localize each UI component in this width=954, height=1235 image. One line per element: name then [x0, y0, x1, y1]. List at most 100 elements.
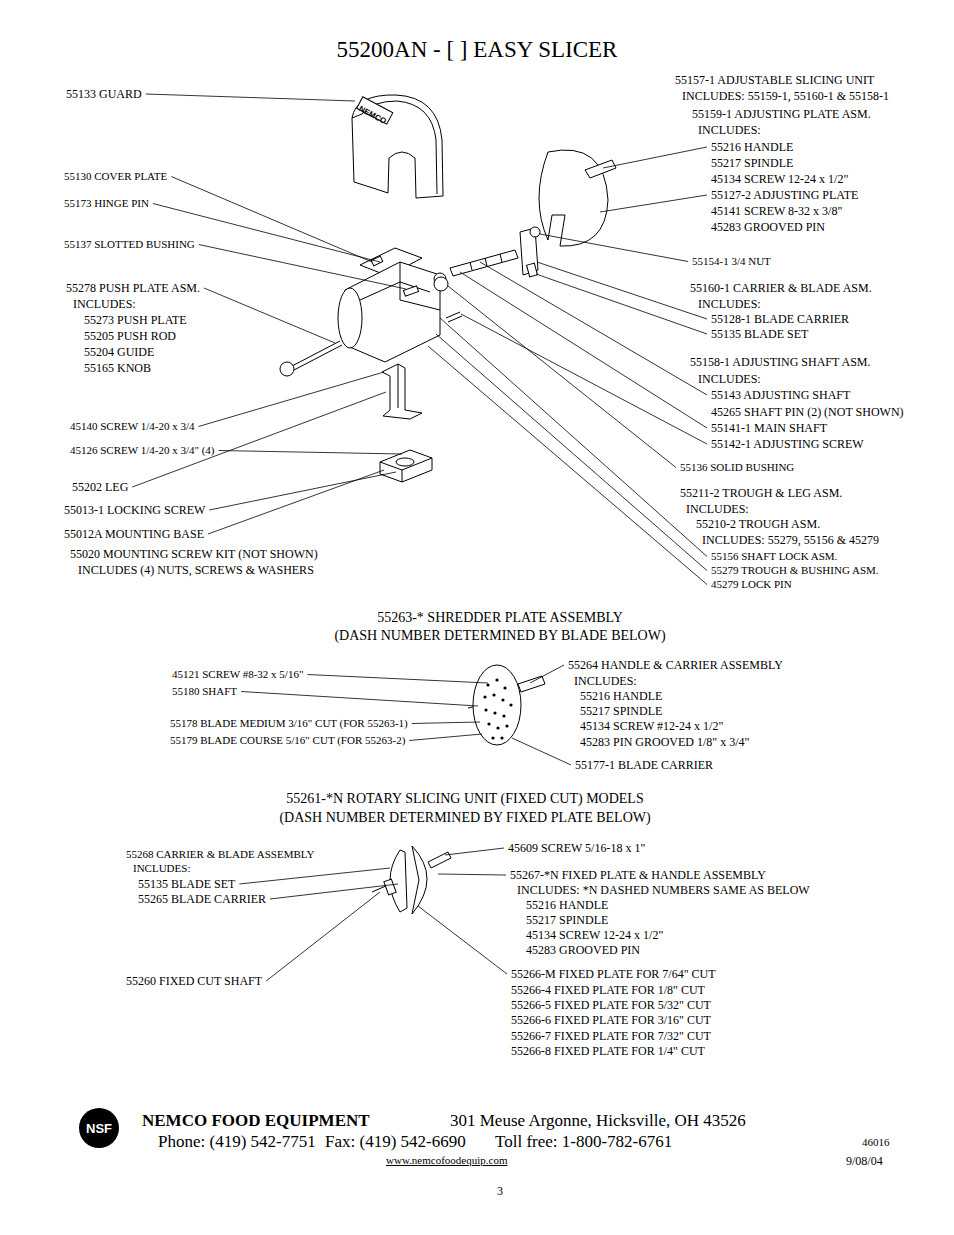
- part-label: 55180 SHAFT: [172, 686, 237, 697]
- part-label: 55127-2 ADJUSTING PLATE: [711, 189, 858, 201]
- leader-line: [512, 738, 571, 765]
- part-label: 55128-1 BLADE CARRIER: [711, 313, 849, 325]
- leader-line: [146, 94, 355, 101]
- part-label: 55266-8 FIXED PLATE FOR 1/4" CUT: [511, 1045, 705, 1057]
- part-label: 55142-1 ADJUSTING SCREW: [711, 438, 864, 450]
- part-label: 55264 HANDLE & CARRIER ASSEMBLY: [568, 659, 783, 671]
- part-label: 45134 SCREW #12-24 x 1/2": [580, 720, 723, 732]
- leader-line: [530, 665, 564, 683]
- part-label: 55202 LEG: [72, 481, 128, 493]
- part-label: INCLUDES:: [574, 675, 637, 687]
- part-label: INCLUDES: 55279, 55156 & 45279: [702, 534, 879, 546]
- part-label: 55156 SHAFT LOCK ASM.: [711, 551, 837, 562]
- trough-drawing: [338, 248, 446, 362]
- part-label: INCLUDES: 55159-1, 55160-1 & 55158-1: [682, 90, 889, 102]
- footer-text: 301 Meuse Argonne, Hicksville, OH 43526: [450, 1112, 746, 1129]
- part-label: 55135 BLADE SET: [138, 878, 235, 890]
- leader-line: [461, 314, 707, 444]
- leader-line: [428, 346, 707, 585]
- footer-text: 3: [497, 1185, 503, 1197]
- part-label: 45126 SCREW 1/4-20 x 3/4" (4): [70, 445, 215, 456]
- part-label: 55157-1 ADJUSTABLE SLICING UNIT: [675, 74, 874, 86]
- part-label: INCLUDES: *N DASHED NUMBERS SAME AS BELO…: [517, 884, 810, 896]
- leader-line: [603, 147, 707, 168]
- shredder-drawing: [468, 665, 545, 745]
- part-label: 55173 HINGE PIN: [64, 198, 149, 209]
- leader-line: [540, 234, 688, 262]
- leader-line: [440, 318, 707, 557]
- part-label: 55137 SLOTTED BUSHING: [64, 239, 195, 250]
- push-rod-drawing: [280, 341, 342, 376]
- part-label: INCLUDES:: [698, 124, 761, 136]
- part-label: 45134 SCREW 12-24 x 1/2": [711, 173, 848, 185]
- part-label: 55159-1 ADJUSTING PLATE ASM.: [692, 108, 871, 120]
- leader-line: [418, 906, 507, 974]
- part-label: 45283 GROOVED PIN: [711, 221, 825, 233]
- part-label: 55020 MOUNTING SCREW KIT (NOT SHOWN): [70, 548, 318, 560]
- part-label: 55177-1 BLADE CARRIER: [575, 759, 713, 771]
- part-label: 55160-1 CARRIER & BLADE ASM.: [690, 282, 872, 294]
- part-label: 55217 SPINDLE: [711, 157, 793, 169]
- part-label: 55278 PUSH PLATE ASM.: [66, 282, 200, 294]
- section-heading: 55263-* SHREDDER PLATE ASSEMBLY: [377, 611, 623, 625]
- part-label: 55136 SOLID BUSHING: [680, 462, 794, 473]
- leader-line: [239, 868, 390, 884]
- part-label: 55141-1 MAIN SHAFT: [711, 422, 827, 434]
- page-title: 55200AN - [ ] EASY SLICER: [337, 38, 618, 61]
- mounting-base-drawing: [380, 450, 432, 482]
- part-label: 55273 PUSH PLATE: [84, 314, 187, 326]
- part-label: 55266-M FIXED PLATE FOR 7/64" CUT: [511, 968, 716, 980]
- part-label: 55266-6 FIXED PLATE FOR 3/16" CUT: [511, 1014, 711, 1026]
- footer-text: Toll free: 1-800-782-6761: [495, 1133, 672, 1150]
- part-label: 55165 KNOB: [84, 362, 151, 374]
- part-label: 55260 FIXED CUT SHAFT: [126, 975, 262, 987]
- leader-line: [266, 892, 380, 981]
- footer-text: www.nemcofoodequip.com: [386, 1155, 507, 1166]
- part-label: 55216 HANDLE: [711, 141, 793, 153]
- leader-line: [219, 451, 402, 455]
- part-label: 55265 BLADE CARRIER: [138, 893, 266, 905]
- part-label: INCLUDES:: [698, 298, 761, 310]
- section-heading: 55261-*N ROTARY SLICING UNIT (FIXED CUT)…: [286, 792, 643, 806]
- part-label: 45279 LOCK PIN: [711, 579, 792, 590]
- part-label: 55012A MOUNTING BASE: [64, 528, 204, 540]
- guard-drawing: [352, 95, 443, 198]
- part-label: INCLUDES:: [133, 863, 190, 874]
- footer-text: NEMCO: [357, 105, 387, 126]
- part-label: 45283 GROOVED PIN: [526, 944, 640, 956]
- leader-lines: [132, 94, 707, 981]
- part-label: 45140 SCREW 1/4-20 x 3/4: [70, 421, 194, 432]
- footer-text: 46016: [862, 1137, 890, 1148]
- leader-line: [438, 874, 506, 875]
- part-label: 45609 SCREW 5/16-18 x 1": [508, 842, 645, 854]
- part-label: 55133 GUARD: [66, 88, 142, 100]
- part-label: 55130 COVER PLATE: [64, 171, 167, 182]
- part-label: INCLUDES (4) NUTS, SCREWS & WASHERS: [78, 564, 314, 576]
- part-label: 55266-5 FIXED PLATE FOR 5/32" CUT: [511, 999, 711, 1011]
- part-label: 55216 HANDLE: [580, 690, 662, 702]
- part-label: 55154-1 3/4 NUT: [692, 256, 771, 267]
- leader-line: [208, 470, 384, 534]
- part-label: 55217 SPINDLE: [580, 705, 662, 717]
- part-label: 45134 SCREW 12-24 x 1/2": [526, 929, 663, 941]
- leader-line: [209, 472, 396, 510]
- part-label: 55211-2 TROUGH & LEG ASM.: [680, 487, 842, 499]
- mark-text: NSF: [78, 1121, 120, 1136]
- leader-line: [480, 262, 707, 395]
- part-label: 55205 PUSH ROD: [84, 330, 176, 342]
- part-label: 55266-4 FIXED PLATE FOR 1/8" CUT: [511, 984, 705, 996]
- mark-disc: [79, 1108, 119, 1148]
- leader-line: [198, 372, 384, 427]
- part-label: 55266-7 FIXED PLATE FOR 7/32" CUT: [511, 1030, 711, 1042]
- part-label: INCLUDES:: [73, 298, 136, 310]
- part-label: 45265 SHAFT PIN (2) (NOT SHOWN): [711, 406, 904, 418]
- part-label: 55216 HANDLE: [526, 899, 608, 911]
- footer-text: NEMCO FOOD EQUIPMENT: [142, 1112, 370, 1129]
- leader-line: [307, 675, 488, 684]
- leg-drawing: [382, 364, 422, 419]
- part-label: 55204 GUIDE: [84, 346, 154, 358]
- leader-line: [536, 274, 707, 334]
- part-label: INCLUDES:: [686, 503, 749, 515]
- part-label: 55135 BLADE SET: [711, 328, 808, 340]
